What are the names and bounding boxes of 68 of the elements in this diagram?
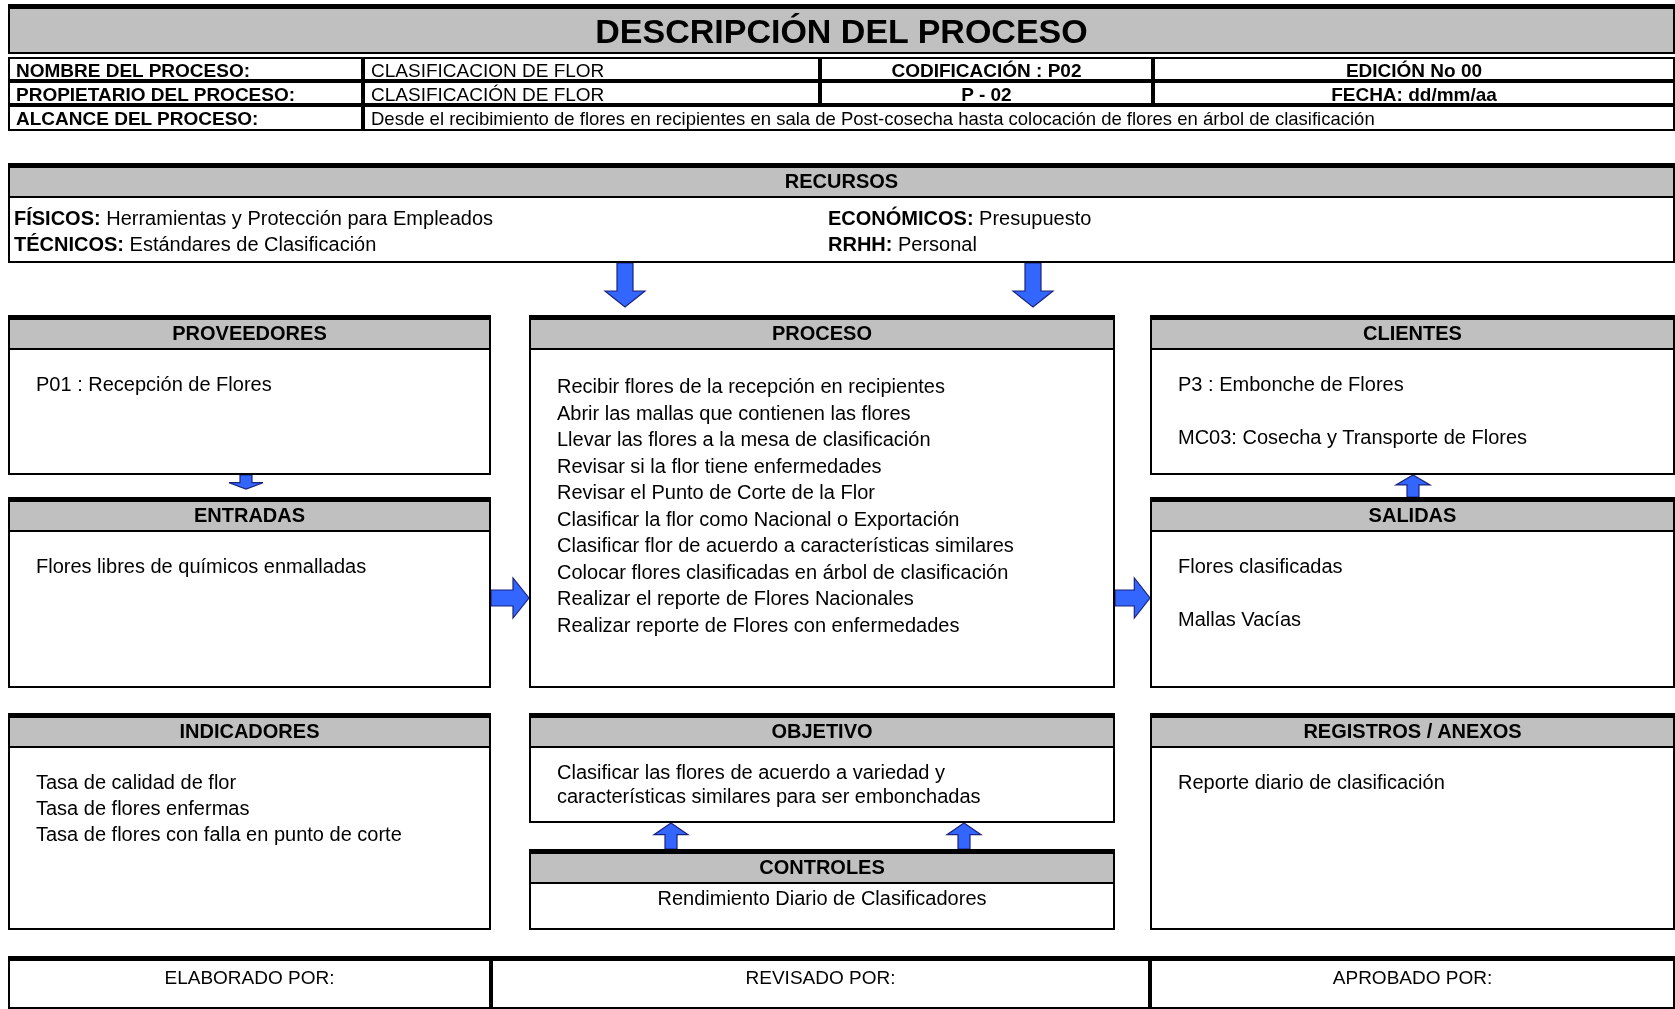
panel-text: TÉCNICOS: Estándares de Clasificación: [14, 232, 377, 256]
field-value: CLASIFICACION DE FLOR: [370, 60, 606, 82]
panel-heading: OBJETIVO: [531, 718, 1113, 748]
panel-text: P01 : Recepción de Flores: [36, 372, 272, 396]
process-panel: [529, 713, 1115, 823]
signature-label: REVISADO POR:: [744, 967, 897, 989]
process-panel: [1150, 315, 1675, 475]
panel-heading: INDICADORES: [10, 718, 489, 748]
panel-heading: ENTRADAS: [10, 502, 489, 532]
arrow: [1114, 576, 1151, 620]
panel-heading: CONTROLES: [531, 854, 1113, 884]
panel-heading: PROVEEDORES: [10, 320, 489, 350]
panel-text: Tasa de calidad de flor: [36, 770, 237, 794]
panel-text: Realizar reporte de Flores con enfermedades: [557, 612, 960, 637]
field-label: EDICIÓN No 00: [1344, 60, 1484, 82]
arrow: [945, 822, 983, 850]
panel-heading: REGISTROS / ANEXOS: [1152, 718, 1673, 748]
panel-text: Rendimiento Diario de Clasificadores: [656, 886, 988, 910]
signature-label: APROBADO POR:: [1331, 967, 1494, 989]
panel-text: FÍSICOS: Herramientas y Protección para Empleados: [14, 206, 494, 230]
field-label: ALCANCE DEL PROCESO:: [15, 108, 260, 130]
panel-heading: RECURSOS: [10, 168, 1673, 198]
arrow: [1393, 474, 1433, 498]
panel-text: Clasificar la flor como Nacional o Exportación: [557, 506, 960, 531]
panel-text: Mallas Vacías: [1178, 607, 1301, 631]
panel-text: Tasa de flores enfermas: [36, 796, 250, 820]
process-panel: [8, 315, 491, 475]
process-panel: [1150, 497, 1675, 688]
panel-text: Colocar flores clasificadas en árbol de clasificación: [557, 559, 1009, 584]
process-panel: [529, 849, 1115, 930]
field-value: P - 02: [960, 84, 1013, 106]
panel-text: Flores libres de químicos enmalladas: [36, 554, 367, 578]
panel-heading: CLIENTES: [1152, 320, 1673, 350]
panel-text: Flores clasificadas: [1178, 554, 1343, 578]
panel-text: MC03: Cosecha y Transporte de Flores: [1178, 425, 1528, 449]
arrow: [1011, 262, 1055, 308]
panel-text: Recibir flores de la recepción en recipientes: [557, 374, 945, 398]
signature-label: ELABORADO POR:: [163, 967, 336, 989]
panel-text: Clasificar flor de acuerdo a características similares: [557, 533, 1014, 557]
panel-text: Llevar las flores a la mesa de clasificación: [557, 427, 931, 451]
field-value: Desde el recibimiento de flores en recipientes en sala de Post-cosecha hasta colocación de flores en árbol de clasificación: [370, 108, 1376, 130]
panel-text: RRHH: Personal: [828, 232, 977, 256]
panel-text: Revisar si la flor tiene enfermedades: [557, 453, 882, 478]
title: DESCRIPCIÓN DEL PROCESO: [594, 11, 1089, 51]
field-value: CLASIFICACIÓN DE FLOR: [370, 84, 606, 106]
panel-text: Revisar el Punto de Corte de la Flor: [557, 480, 875, 504]
panel-text: Realizar el reporte de Flores Nacionales: [557, 586, 914, 610]
arrow: [603, 262, 647, 308]
process-panel: [8, 713, 491, 930]
process-panel: [8, 163, 1675, 263]
field-label: PROPIETARIO DEL PROCESO:: [15, 84, 297, 106]
panel-heading: PROCESO: [531, 320, 1113, 350]
process-panel: [8, 497, 491, 688]
field-label: FECHA: dd/mm/aa: [1330, 84, 1498, 106]
panel-text: Reporte diario de clasificación: [1178, 770, 1445, 794]
arrow: [652, 822, 690, 850]
panel-text: Tasa de flores con falla en punto de corte: [36, 822, 402, 846]
panel-text: P3 : Embonche de Flores: [1178, 372, 1404, 396]
field-label: CODIFICACIÓN : P02: [890, 60, 1083, 82]
field-label: NOMBRE DEL PROCESO:: [15, 60, 251, 82]
arrow: [228, 474, 264, 490]
panel-heading: SALIDAS: [1152, 502, 1673, 532]
process-panel: [1150, 713, 1675, 930]
process-panel: [529, 315, 1115, 688]
panel-text: ECONÓMICOS: Presupuesto: [828, 206, 1092, 230]
panel-text: Abrir las mallas que contienen las flores: [557, 400, 911, 425]
arrow: [490, 576, 530, 620]
panel-text: Clasificar las flores de acuerdo a variedad y características similares para ser embonchadas: [557, 760, 982, 808]
